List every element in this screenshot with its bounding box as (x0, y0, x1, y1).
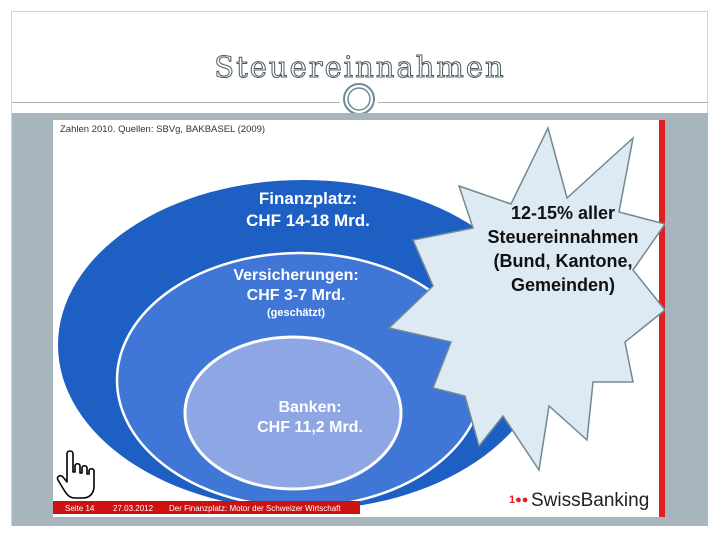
inner-label-line2: CHF 11,2 Mrd. (257, 419, 363, 436)
burst-line2: Steuereinnahmen (487, 227, 638, 247)
burst-line4: Gemeinden) (511, 275, 615, 295)
inner-ellipse (183, 335, 403, 491)
footer-caption: Der Finanzplatz: Motor der Schweizer Wir… (169, 504, 341, 513)
footer-bar (53, 501, 360, 514)
middle-label-line2: CHF 3-7 Mrd. (247, 287, 346, 304)
footer-page: Seite 14 (65, 504, 95, 513)
burst-line3: (Bund, Kantone, (494, 251, 633, 271)
middle-label-note: (geschätzt) (267, 307, 325, 319)
page-title: Steuereinnahmen (214, 50, 506, 85)
brand-mark: 1●● (509, 494, 528, 506)
right-accent-bar (659, 120, 665, 517)
source-note: Zahlen 2010. Quellen: SBVg, BAKBASEL (20… (60, 124, 265, 135)
brand-name: SwissBanking (531, 490, 649, 511)
burst-line1: 12-15% aller (511, 203, 615, 223)
inner-label-line1: Banken: (278, 399, 341, 416)
hand-pointer-icon (56, 450, 95, 499)
ring-ornament-icon (340, 80, 378, 118)
footer-date: 27.03.2012 (113, 504, 154, 513)
embedded-slide-image: Zahlen 2010. Quellen: SBVg, BAKBASEL (20… (53, 120, 665, 517)
outer-label-line2: CHF 14-18 Mrd. (246, 211, 370, 230)
outer-label-line1: Finanzplatz: (259, 189, 357, 208)
middle-label-line1: Versicherungen: (233, 267, 358, 284)
starburst-callout (387, 125, 665, 473)
